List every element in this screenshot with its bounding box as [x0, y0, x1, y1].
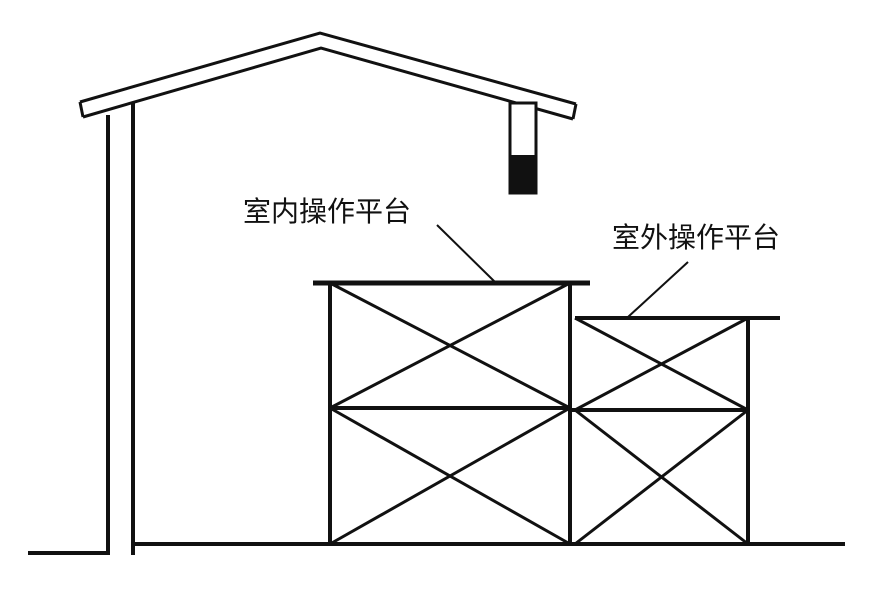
indoor-platform-label: 室内操作平台 — [243, 195, 411, 228]
outdoor-platform-label: 室外操作平台 — [612, 221, 780, 254]
indoor-platform-leader — [436, 224, 496, 283]
outdoor-platform-leader — [627, 261, 689, 318]
downspout — [508, 101, 538, 195]
roof — [78, 31, 578, 121]
ground — [28, 542, 845, 555]
house-wall — [106, 103, 135, 555]
outdoor-scaffold — [570, 316, 780, 546]
indoor-scaffold — [313, 280, 590, 546]
